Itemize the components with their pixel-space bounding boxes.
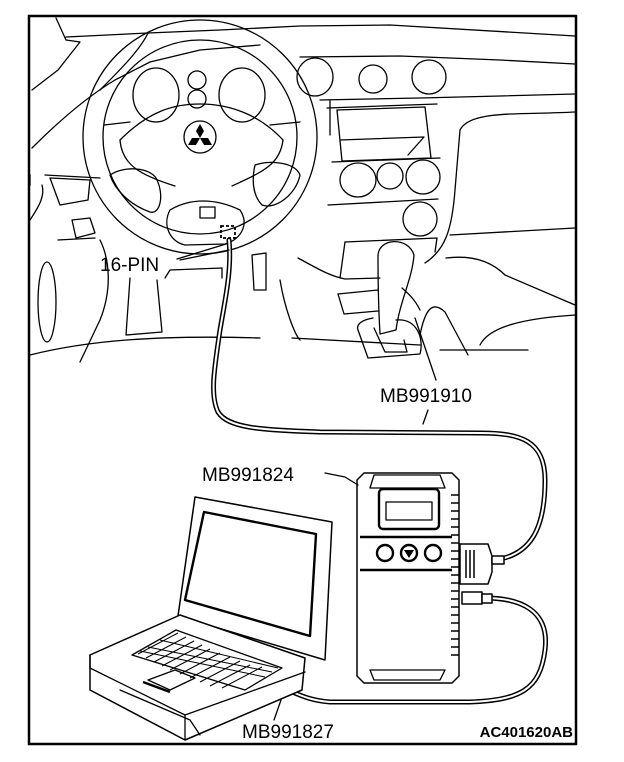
label-mb991910: MB991910 (380, 386, 472, 407)
leader-mb991824 (324, 472, 359, 486)
down-arrow-button (399, 543, 419, 563)
steering-wheel (82, 19, 318, 255)
leader-mb991910 (422, 409, 429, 425)
label-mb991824: MB991824 (202, 465, 294, 486)
label-mb991827: MB991827 (242, 722, 334, 743)
leader-mb991827 (273, 699, 282, 721)
figure-code: AC401620AB (480, 724, 574, 741)
leader-16-pin (176, 243, 227, 260)
vehicle-dashboard (29, 17, 576, 381)
enter-button (423, 543, 443, 563)
label-16-pin: 16-PIN (100, 255, 159, 276)
esc-button (375, 543, 395, 563)
laptop-pc (89, 496, 333, 741)
mitsubishi-logo (183, 120, 217, 154)
vci-unit-mb991824 (356, 472, 505, 684)
